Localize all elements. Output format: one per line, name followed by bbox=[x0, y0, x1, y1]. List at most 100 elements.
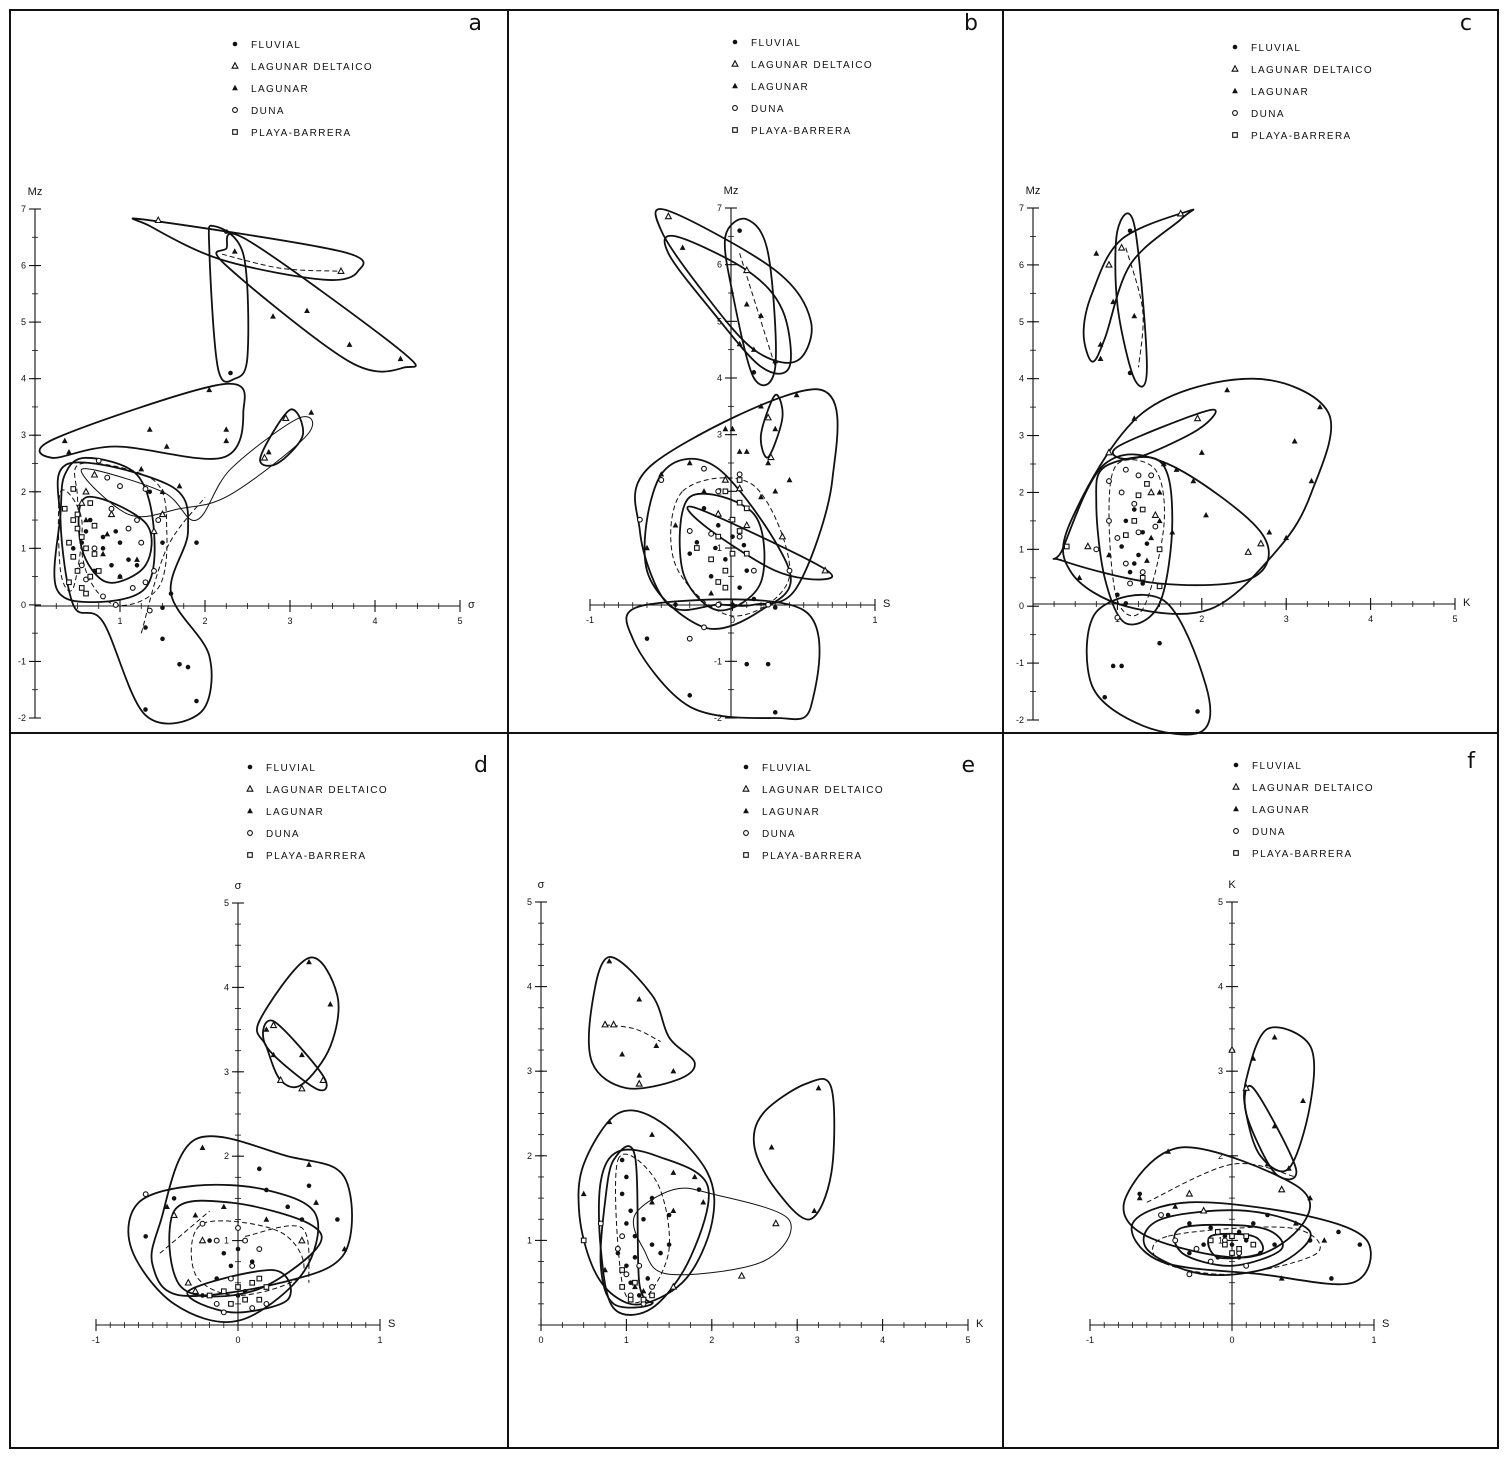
point-lagunar bbox=[220, 1203, 227, 1210]
point-playa-barrera bbox=[74, 511, 81, 518]
point-lagunar bbox=[1156, 489, 1163, 495]
y-tick-label: 5 bbox=[224, 898, 229, 908]
point-playa-barrera bbox=[1243, 1233, 1250, 1240]
point-fluvial bbox=[257, 1166, 262, 1172]
point-playa-barrera bbox=[70, 517, 77, 523]
point-fluvial bbox=[1131, 507, 1137, 512]
point-duna bbox=[701, 465, 707, 472]
legend-marker-playa-barrera bbox=[743, 852, 749, 858]
point-lagunar bbox=[138, 465, 145, 472]
point-lagunar-deltaico bbox=[1185, 1189, 1194, 1197]
envelope bbox=[207, 224, 250, 383]
point-fluvial bbox=[160, 540, 165, 545]
point-fluvial bbox=[1127, 370, 1133, 376]
point-playa-barrera bbox=[66, 539, 72, 546]
legend-label-lagunar: LAGUNAR bbox=[1251, 87, 1309, 98]
point-lagunar bbox=[743, 301, 750, 307]
point-lagunar bbox=[1110, 298, 1117, 305]
envelope bbox=[588, 956, 696, 1090]
legend-label-playa-barrera: PLAYA-BARRERA bbox=[251, 128, 352, 139]
envelope bbox=[1243, 1085, 1298, 1181]
point-lagunar bbox=[263, 1026, 270, 1032]
legend-marker-lagunar bbox=[232, 84, 238, 91]
x-tick-label: 4 bbox=[880, 1335, 885, 1345]
legend-marker-lagunar-deltaico bbox=[742, 784, 750, 792]
point-playa-barrera bbox=[1122, 532, 1129, 538]
series-playa-barrera bbox=[694, 477, 750, 591]
point-lagunar-deltaico bbox=[1105, 260, 1113, 268]
x-tick-label: 0 bbox=[235, 1335, 240, 1345]
point-lagunar-deltaico bbox=[184, 1278, 193, 1286]
point-playa-barrera bbox=[91, 551, 98, 557]
point-lagunar-deltaico bbox=[170, 1210, 178, 1219]
legend-marker-duna bbox=[732, 105, 738, 111]
point-lagunar bbox=[758, 403, 764, 409]
point-fluvial bbox=[1236, 1255, 1242, 1260]
point-fluvial bbox=[658, 1250, 663, 1256]
y-tick-label: 4 bbox=[1218, 982, 1223, 992]
point-playa-barrera bbox=[61, 505, 68, 512]
point-fluvial bbox=[109, 563, 114, 568]
point-duna bbox=[1243, 1262, 1250, 1269]
point-lagunar bbox=[306, 958, 312, 965]
point-duna bbox=[1135, 472, 1142, 479]
point-playa-barrera bbox=[694, 545, 700, 551]
point-playa-barrera bbox=[722, 584, 729, 591]
point-duna bbox=[108, 505, 115, 512]
legend-label-lagunar: LAGUNAR bbox=[762, 807, 820, 818]
legend-marker-lagunar bbox=[732, 82, 738, 89]
envelope bbox=[1130, 1201, 1372, 1286]
panel-b: -101-2-101234567SMzbFLUVIALLAGUNAR DELTA… bbox=[586, 11, 978, 723]
point-duna bbox=[1172, 1237, 1179, 1244]
point-fluvial bbox=[335, 1217, 340, 1222]
point-fluvial bbox=[160, 605, 165, 611]
series-lagunar-deltaico bbox=[77, 215, 345, 535]
point-lagunar bbox=[670, 1207, 677, 1213]
point-lagunar-deltaico bbox=[767, 452, 775, 461]
series-fluvial bbox=[1102, 228, 1200, 714]
axes bbox=[95, 902, 381, 1331]
y-axis-label: K bbox=[1228, 879, 1236, 891]
point-fluvial bbox=[194, 698, 199, 704]
x-tick-label: 3 bbox=[1284, 614, 1289, 624]
point-fluvial bbox=[1222, 1233, 1228, 1239]
legend-label-lagunar-deltaico: LAGUNAR DELTAICO bbox=[762, 785, 884, 796]
point-playa-barrera bbox=[619, 1284, 625, 1290]
point-playa-barrera bbox=[1139, 574, 1146, 581]
point-fluvial bbox=[228, 1263, 234, 1269]
point-lagunar-deltaico bbox=[77, 498, 86, 506]
y-tick-label: 4 bbox=[21, 374, 26, 384]
point-fluvial bbox=[673, 602, 678, 607]
point-fluvial bbox=[134, 563, 140, 568]
point-playa-barrera bbox=[70, 486, 77, 492]
point-duna bbox=[1127, 580, 1134, 587]
dashed-envelope bbox=[1108, 459, 1165, 617]
point-lagunar bbox=[61, 437, 68, 444]
legend-label-lagunar: LAGUNAR bbox=[251, 84, 309, 95]
point-duna bbox=[786, 567, 793, 574]
point-lagunar-deltaico bbox=[1105, 448, 1113, 456]
point-duna bbox=[78, 562, 85, 569]
point-fluvial bbox=[100, 546, 106, 551]
point-lagunar-deltaico bbox=[742, 520, 751, 529]
point-lagunar bbox=[341, 1245, 348, 1252]
point-lagunar bbox=[644, 544, 650, 551]
legend-label-lagunar: LAGUNAR bbox=[751, 82, 809, 93]
point-lagunar-deltaico bbox=[298, 1084, 306, 1092]
point-fluvial bbox=[306, 1183, 312, 1189]
x-axis-label: σ bbox=[468, 599, 475, 611]
envelope bbox=[150, 1135, 353, 1297]
point-lagunar bbox=[1321, 1237, 1328, 1243]
point-fluvial bbox=[737, 585, 742, 590]
point-fluvial bbox=[1165, 1212, 1171, 1218]
series-lagunar-deltaico bbox=[170, 1021, 328, 1294]
y-tick-label: 2 bbox=[527, 1151, 532, 1161]
series-fluvial bbox=[1137, 1191, 1363, 1281]
envelopes bbox=[38, 217, 417, 725]
x-axis-label: K bbox=[976, 1318, 984, 1330]
point-lagunar bbox=[206, 386, 213, 393]
point-duna bbox=[701, 624, 707, 631]
